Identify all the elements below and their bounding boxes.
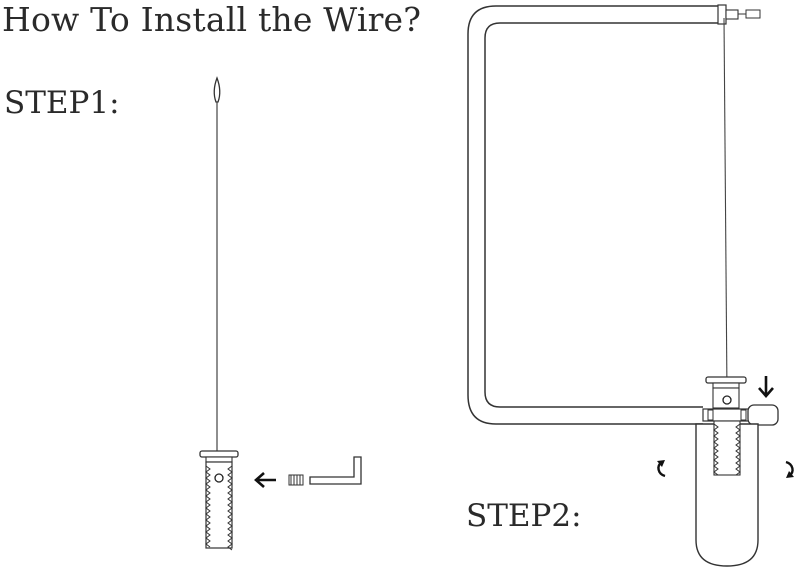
wire-tensioner-knob-icon: [199, 450, 239, 551]
hex-key-icon: [309, 456, 362, 485]
step1-label: STEP1:: [4, 85, 120, 121]
tension-handle-icon: [695, 376, 779, 567]
rotate-right-icon: [785, 460, 794, 478]
page-title: How To Install the Wire?: [2, 0, 422, 39]
rotate-left-icon: [657, 460, 666, 478]
arrow-left-icon: [254, 472, 276, 488]
wire-loop-icon: [213, 76, 221, 103]
saw-frame-icon: [467, 4, 761, 425]
arrow-down-icon: [758, 376, 774, 398]
step2-illustration: [467, 4, 794, 567]
step2-label: STEP2:: [466, 498, 582, 534]
step1-illustration: [199, 76, 362, 551]
set-screw-icon: [288, 474, 304, 486]
wire-line: [723, 17, 728, 396]
